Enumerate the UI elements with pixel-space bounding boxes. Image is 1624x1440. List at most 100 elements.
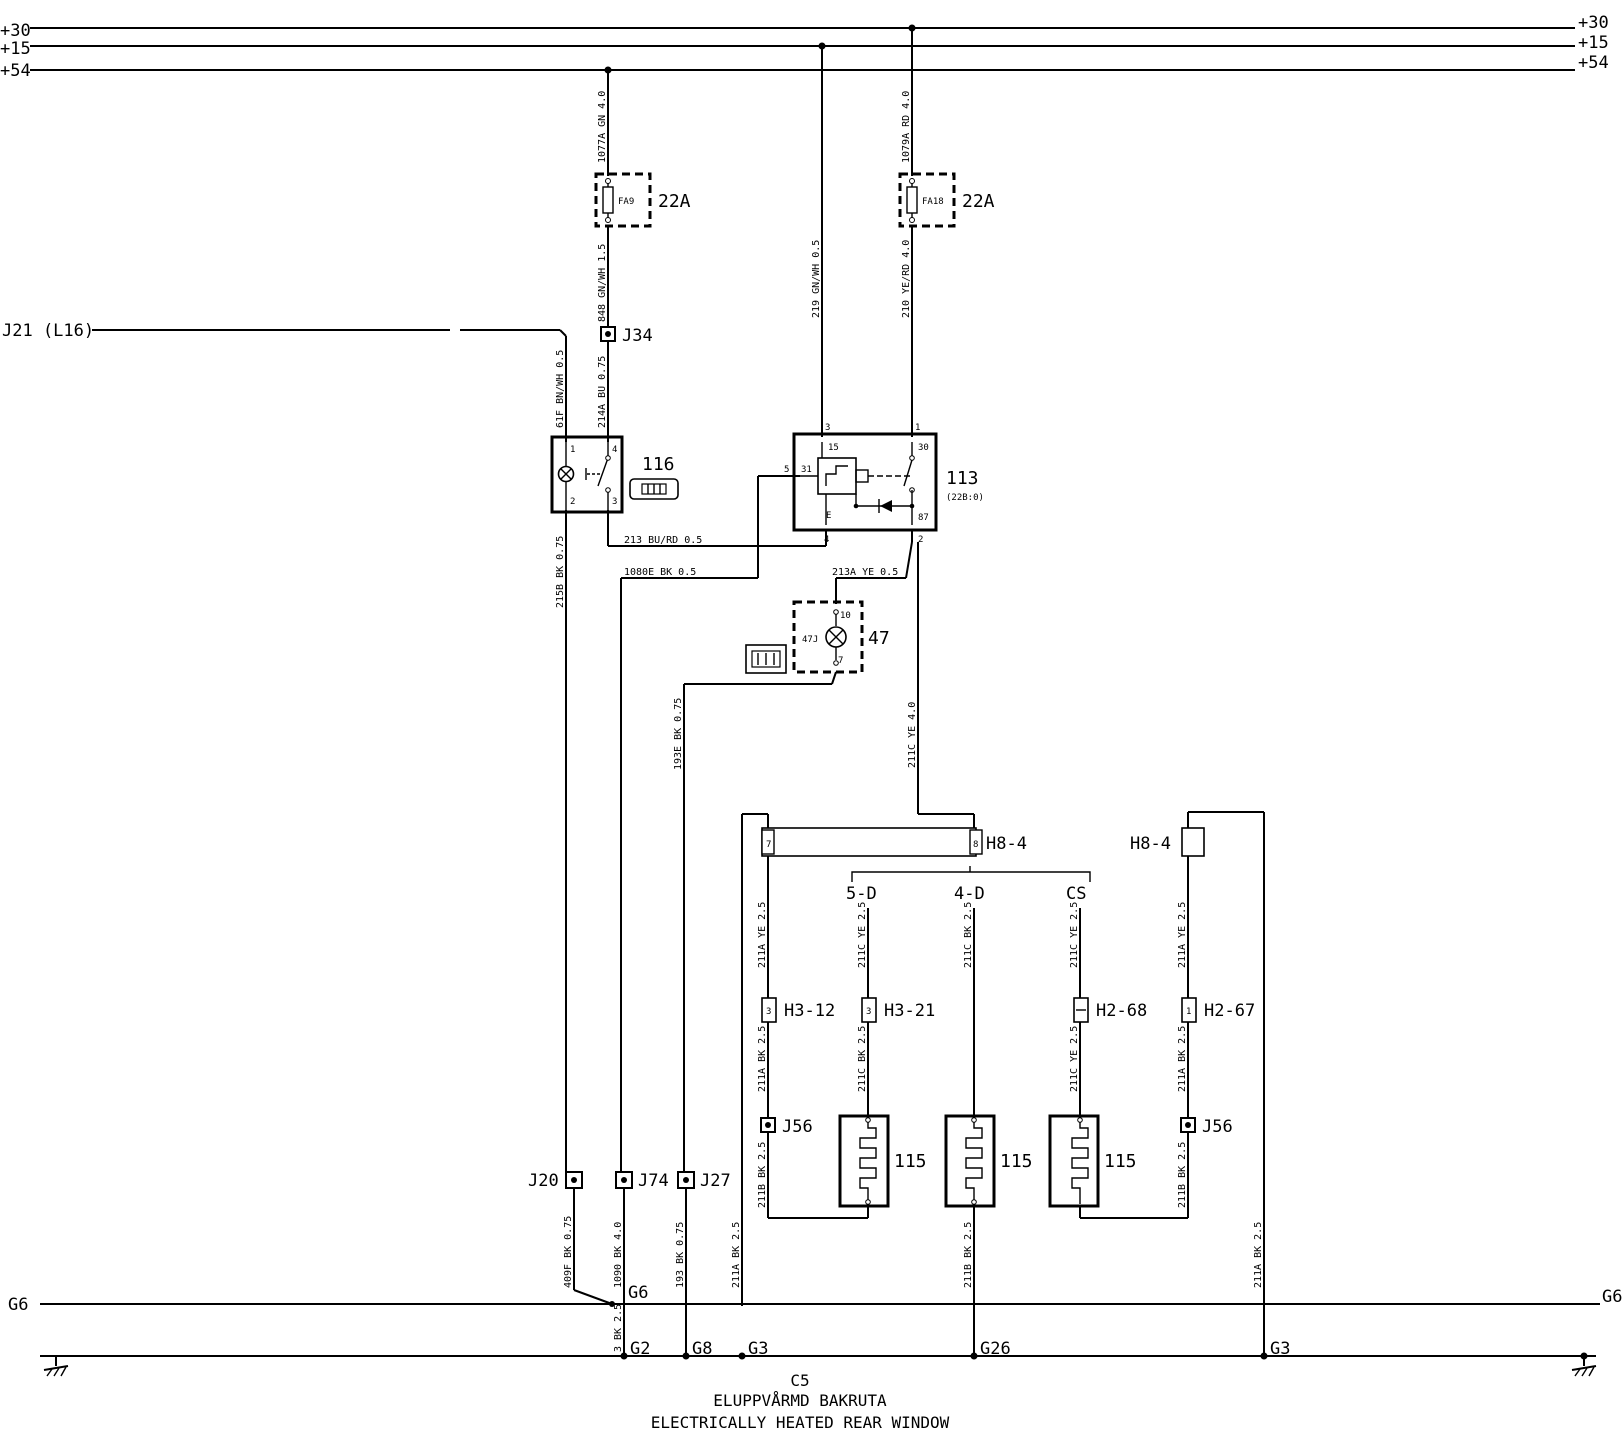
pin-label: 3 (612, 497, 617, 507)
wire-label: 193 BK 0.75 (675, 1222, 686, 1288)
rail-54-label-left: +54 (0, 61, 31, 81)
branch-5d: 211C YE 2.5 3 H3-21 211C BK 2.5 115 (838, 902, 935, 1218)
wire-label: 211A BK 2.5 (757, 1026, 768, 1092)
connector-h8-4-right-label: H8-4 (1130, 834, 1171, 854)
wire-label: 211C BK 2.5 (857, 1026, 868, 1092)
relay-113-box (792, 432, 938, 532)
pin-label: 3 (825, 423, 830, 433)
wire-label: 211C YE 2.5 (1069, 1026, 1080, 1092)
rear-harness: 7 8 H8-4 5-D 4-D CS H8-4 (741, 811, 1265, 1356)
switch-116-label: 116 (642, 454, 675, 475)
relay-supply: 219 GN/WH 0.5 1079A RD 4.0 FA18 22A 210 … (811, 28, 995, 437)
variant-cs-label: CS (1066, 884, 1086, 904)
diode-icon (880, 500, 892, 512)
connector-h3-12-label: H3-12 (784, 1001, 835, 1021)
pin-label: 4 (612, 445, 617, 455)
lamp-47-code: 47J (802, 635, 818, 645)
pin-label: 1 (1186, 1007, 1191, 1017)
wire-label: 211B BK 2.5 (1177, 1142, 1188, 1208)
rail-15-label-right: +15 (1578, 33, 1609, 53)
wire-label: 211A BK 2.5 (1177, 1026, 1188, 1092)
wire-label: 211C BK 2.5 (963, 902, 974, 968)
wire-label: 211A BK 2.5 (731, 1222, 742, 1288)
chassis-ground-icon (43, 1356, 69, 1377)
pin-label: 1 (570, 445, 575, 455)
variant-5d-label: 5-D (846, 884, 877, 904)
wire-label: 211B BK 2.5 (757, 1142, 768, 1208)
variant-4d-label: 4-D (954, 884, 985, 904)
rail-30-label-left: +30 (0, 21, 31, 41)
pin-label: 1 (915, 423, 920, 433)
fa9-branch: 1077A GN 4.0 FA9 22A 848 GN/WH 1.5 J34 2… (594, 70, 691, 442)
ground-g2-label: G2 (630, 1339, 650, 1359)
fuse-fa18-id: FA18 (922, 197, 944, 207)
wire-label: 3 BK 2.5 (613, 1304, 624, 1352)
wire-label: 211A BK 2.5 (1253, 1222, 1264, 1288)
wire-label: 1077A GN 4.0 (597, 91, 608, 163)
splice-j34-label: J34 (622, 326, 653, 346)
splice-j56-left-label: J56 (782, 1117, 813, 1137)
wire-label: 211A YE 2.5 (757, 902, 768, 968)
pin-label: 2 (570, 497, 575, 507)
wire-label: 213 BU/RD 0.5 (624, 535, 702, 546)
wire-label: 61F BN/WH 0.5 (555, 350, 566, 428)
wire-label: 210 YE/RD 4.0 (901, 240, 912, 318)
switch-116: 1 4 2 3 116 (550, 435, 679, 514)
wire-label: 211C YE 2.5 (1069, 902, 1080, 968)
ground-g6-node-label: G6 (628, 1283, 648, 1303)
pin-label: 3 (866, 1007, 871, 1017)
wire-label: 214A BU 0.75 (597, 356, 608, 428)
fuse-fa18-rating: 22A (962, 191, 995, 212)
heater-3-label: 115 (1104, 1151, 1137, 1172)
title-block: C5 ELUPPVÅRMD BAKRUTA ELECTRICALLY HEATE… (651, 1371, 950, 1432)
relay-113-code: (22B:0) (946, 493, 984, 503)
pin-label: E (826, 511, 831, 521)
wire-label: 215B BK 0.75 (555, 536, 566, 608)
connector-h2-67-label: H2-67 (1204, 1001, 1255, 1021)
fuse-box-fa18 (898, 172, 956, 228)
relay-113: 3 15 1 30 5 31 E 87 4 2 113 (22B:0) (784, 423, 984, 545)
ground-rails: G6 G6 G6 3 BK 2.5 G2 G8 G3 G26 G3 (8, 1283, 1622, 1377)
wire-label: 409F BK 0.75 (563, 1216, 574, 1288)
pin-label: 7 (838, 656, 843, 666)
connector-h8-4-left-housing (761, 827, 977, 857)
fuse-fa9-rating: 22A (658, 191, 691, 212)
chassis-ground-icon (1571, 1356, 1597, 1377)
heater-grid-icon (1071, 1118, 1089, 1204)
connector-h2-68-label: H2-68 (1096, 1001, 1147, 1021)
pin-label: 7 (766, 840, 771, 850)
connector-h8-4-right (1181, 827, 1205, 857)
ground-g8-label: G8 (692, 1339, 712, 1359)
pin-label: 3 (766, 1007, 771, 1017)
title-swedish: ELUPPVÅRMD BAKRUTA (713, 1391, 887, 1410)
rail-54-label-right: +54 (1578, 53, 1609, 73)
wire-label: 1090 BK 4.0 (613, 1222, 624, 1288)
branch-h2-67: 211A YE 2.5 1 H2-67 211A BK 2.5 J56 211B… (1177, 856, 1255, 1218)
heater-grid-icon (859, 1118, 877, 1204)
ground-g6-label-left: G6 (8, 1295, 28, 1315)
splice-j27-label: J27 (700, 1171, 731, 1191)
fuse-box-fa9 (594, 172, 652, 228)
ground-splices: J20 409F BK 0.75 J74 1090 BK 4.0 J27 193… (528, 1171, 1264, 1356)
rail-15-label-left: +15 (0, 39, 31, 59)
wire-label: 211B BK 2.5 (963, 1222, 974, 1288)
ground-g6-label-right: G6 (1602, 1287, 1622, 1307)
wire-label: 213A YE 0.5 (832, 567, 898, 578)
pin-label: 5 (784, 465, 789, 475)
heater-element-2 (944, 1114, 996, 1208)
pin-label: 87 (918, 513, 929, 523)
pin-label: 2 (918, 535, 923, 545)
rail-30-label-right: +30 (1578, 13, 1609, 33)
connector-j21-label: J21 (L16) (2, 321, 94, 341)
relay-interconnect: 215B BK 0.75 213 BU/RD 0.5 1080E BK 0.5 … (555, 475, 919, 1175)
warning-lamp-47: 10 7 47J 47 193E BK 0.75 (673, 600, 890, 1175)
wire-label: 193E BK 0.75 (673, 698, 684, 770)
heater-grid-icon (965, 1118, 983, 1204)
title-english: ELECTRICALLY HEATED REAR WINDOW (651, 1413, 950, 1432)
connector-h3-21-label: H3-21 (884, 1001, 935, 1021)
heater-1-label: 115 (894, 1151, 927, 1172)
branch-h3-12: 211A YE 2.5 3 H3-12 211A BK 2.5 J56 211B… (757, 902, 868, 1219)
pin-label: 15 (828, 443, 839, 453)
branch-4d: 211C BK 2.5 115 211B BK 2.5 (944, 902, 1033, 1356)
wire-label: 848 GN/WH 1.5 (597, 244, 608, 322)
